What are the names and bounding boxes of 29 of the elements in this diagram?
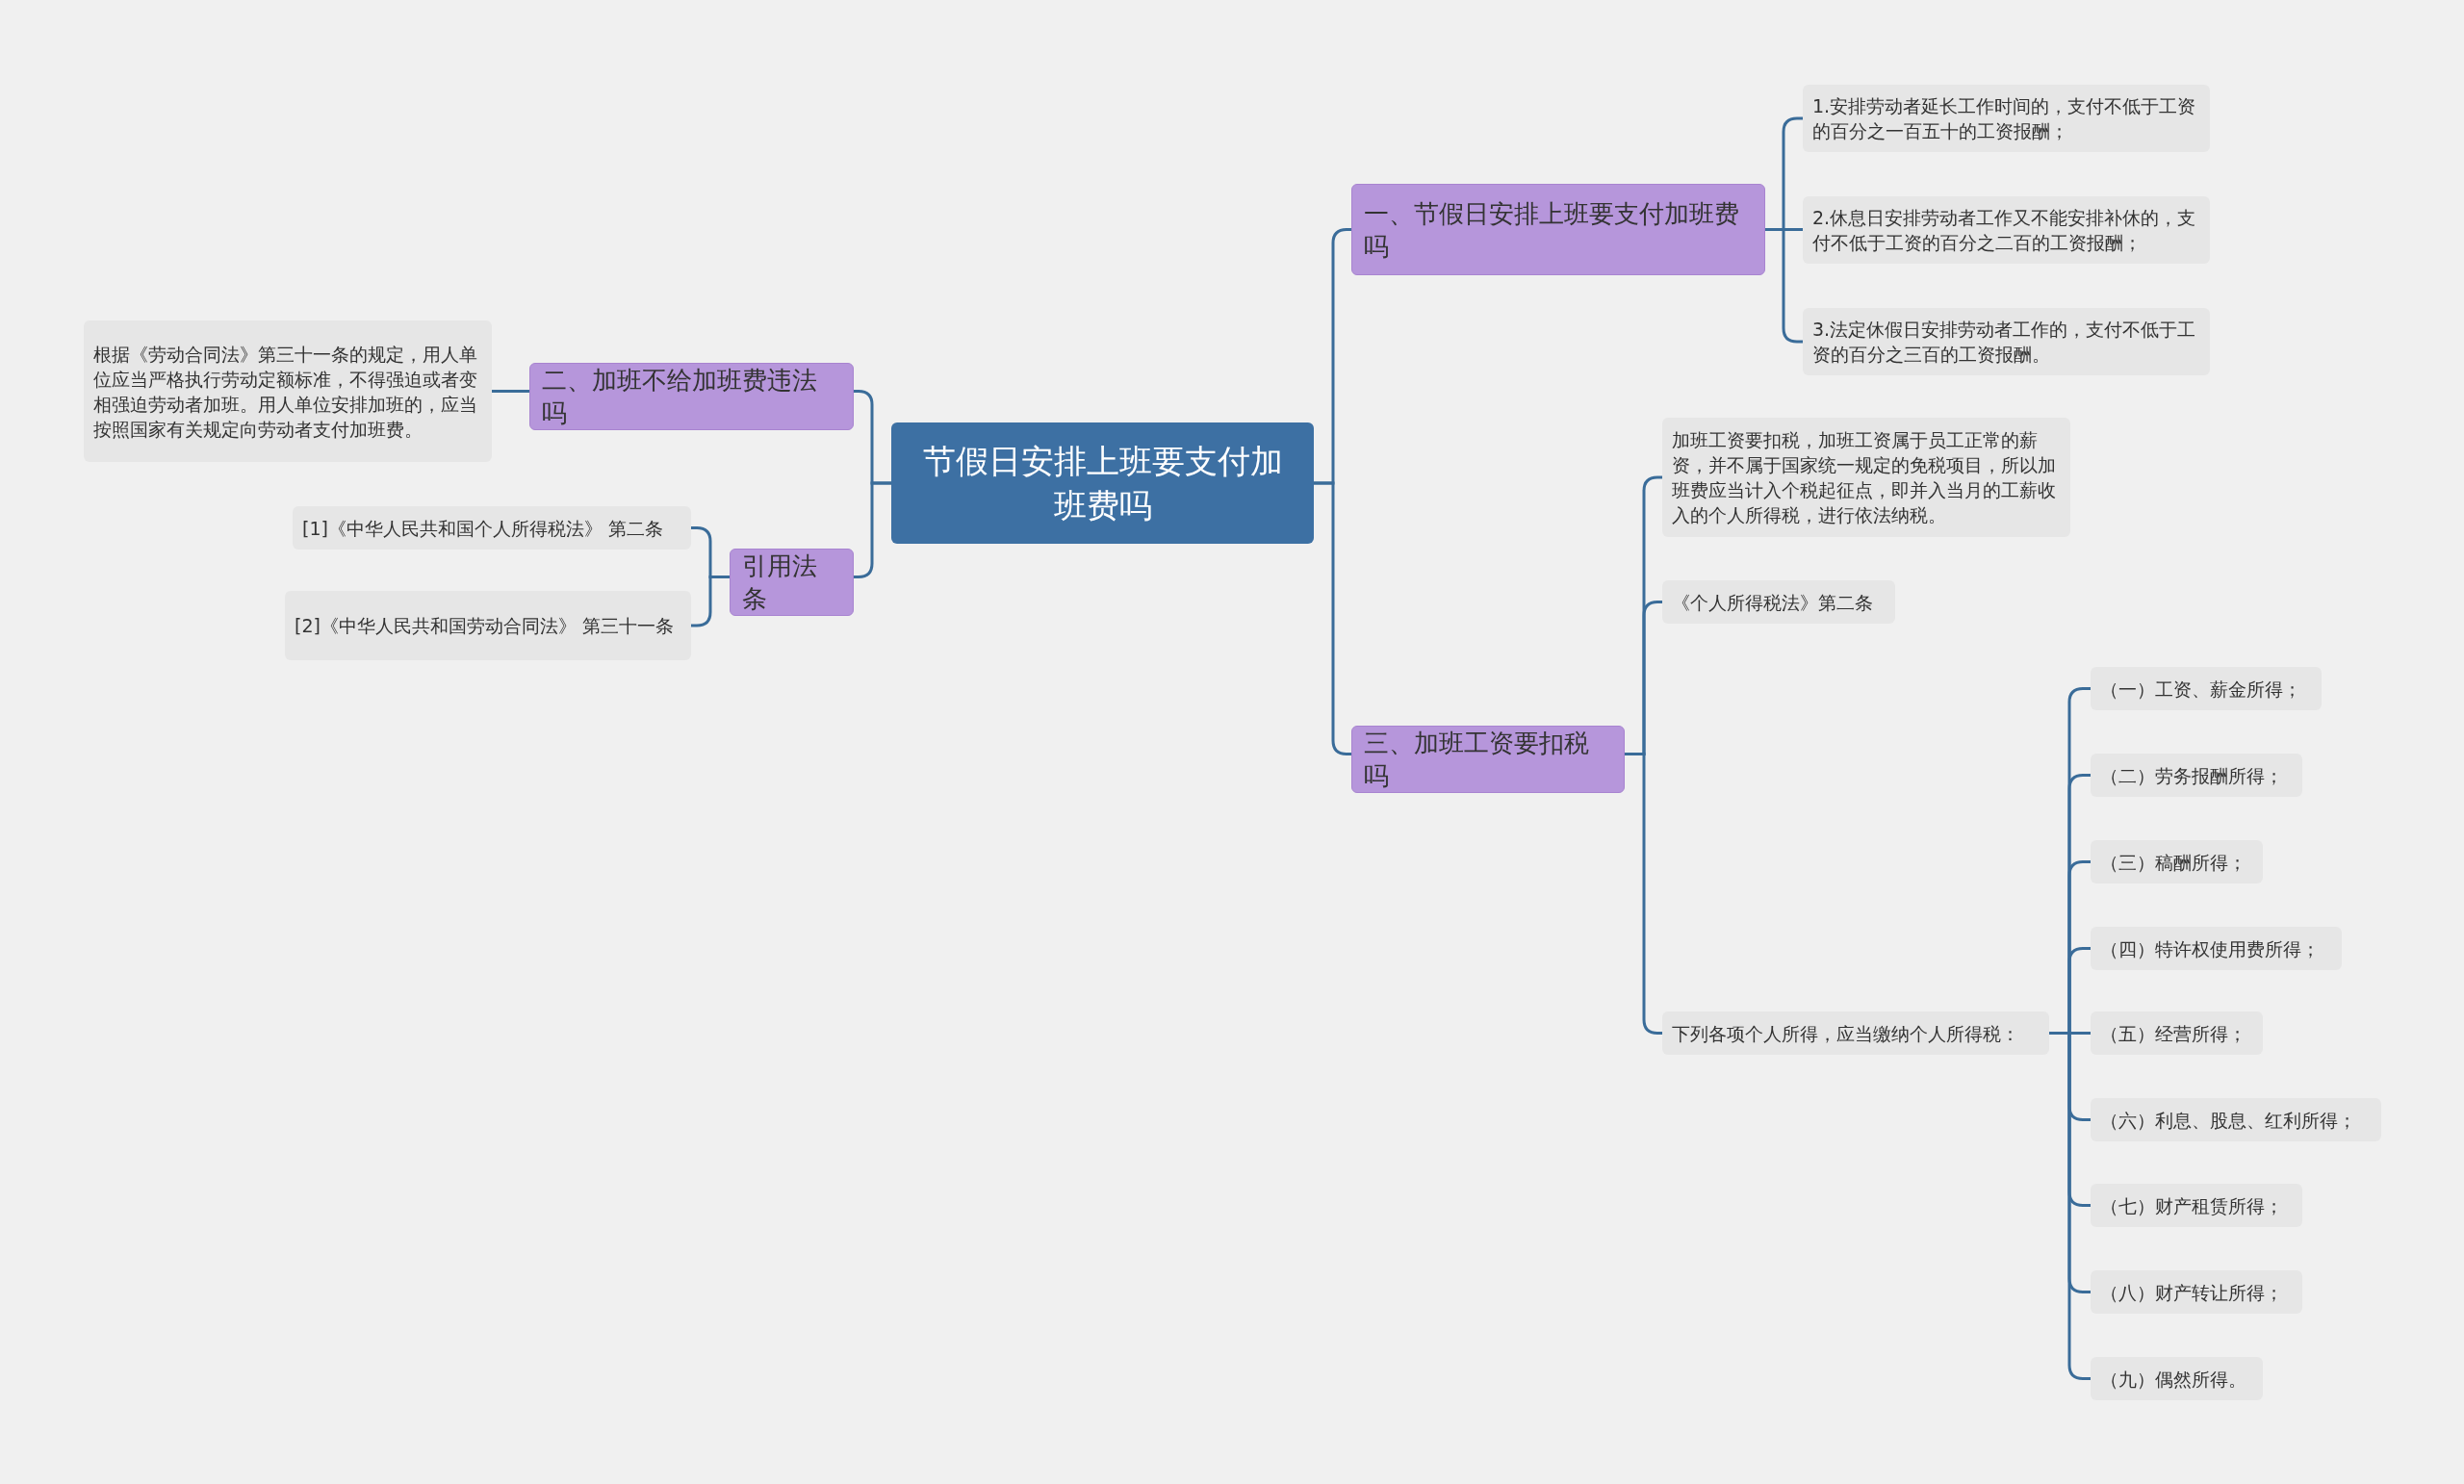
subtopic-box: 2.休息日安排劳动者工作又不能安排补休的，支付不低于工资的百分之二百的工资报酬； xyxy=(1803,196,2210,264)
subtopic-box: 《个人所得税法》第二条 xyxy=(1662,580,1895,624)
subtopic-box: [1]《中华人民共和国个人所得税法》 第二条 xyxy=(293,506,691,550)
subtopic-box: 根据《劳动合同法》第三十一条的规定，用人单位应当严格执行劳动定额标准，不得强迫或者变相强迫劳动者加班。用人单位安排加班的，应当按照国家有关规定向劳动者支付加班费。 xyxy=(84,320,492,462)
subtopic-box: （四）特许权使用费所得； xyxy=(2091,927,2342,970)
subtopic-box: [2]《中华人民共和国劳动合同法》 第三十一条 xyxy=(285,591,691,660)
topic-box: 三、加班工资要扣税吗 xyxy=(1351,726,1625,793)
central-topic: 节假日安排上班要支付加班费吗 xyxy=(891,422,1314,544)
connector-line xyxy=(854,481,891,578)
subtopic-box: （七）财产租赁所得； xyxy=(2091,1184,2302,1227)
subtopic-box: 3.法定休假日安排劳动者工作的，支付不低于工资的百分之三百的工资报酬。 xyxy=(1803,308,2210,375)
subtopic-box: 加班工资要扣税，加班工资属于员工正常的薪资，并不属于国家统一规定的免税项目，所以加班费应当计入个税起征点，即并入当月的工薪收入的个人所得税，进行依法纳税。 xyxy=(1662,418,2070,537)
topic-box: 一、节假日安排上班要支付加班费吗 xyxy=(1351,184,1765,275)
connector-line xyxy=(2049,1032,2091,1380)
subtopic-box: 1.安排劳动者延长工作时间的，支付不低于工资的百分之一百五十的工资报酬； xyxy=(1803,85,2210,152)
subtopic-box: （一）工资、薪金所得； xyxy=(2091,667,2322,710)
topic-box: 引用法条 xyxy=(730,549,854,616)
subtopic-box: （六）利息、股息、红利所得； xyxy=(2091,1098,2381,1141)
subtopic-box: （五）经营所得； xyxy=(2091,1011,2263,1055)
connector-line xyxy=(492,390,529,393)
connector-line xyxy=(1314,481,1351,755)
subtopic-box: （二）劳务报酬所得； xyxy=(2091,754,2302,797)
subtopic-box: （三）稿酬所得； xyxy=(2091,840,2263,883)
connector-line xyxy=(691,576,730,627)
subtopic-box: 下列各项个人所得，应当缴纳个人所得税： xyxy=(1662,1011,2049,1055)
connector-line xyxy=(1625,753,1662,1035)
subtopic-box: （八）财产转让所得； xyxy=(2091,1270,2302,1314)
topic-box: 二、加班不给加班费违法吗 xyxy=(529,363,854,430)
subtopic-box: （九）偶然所得。 xyxy=(2091,1357,2263,1400)
